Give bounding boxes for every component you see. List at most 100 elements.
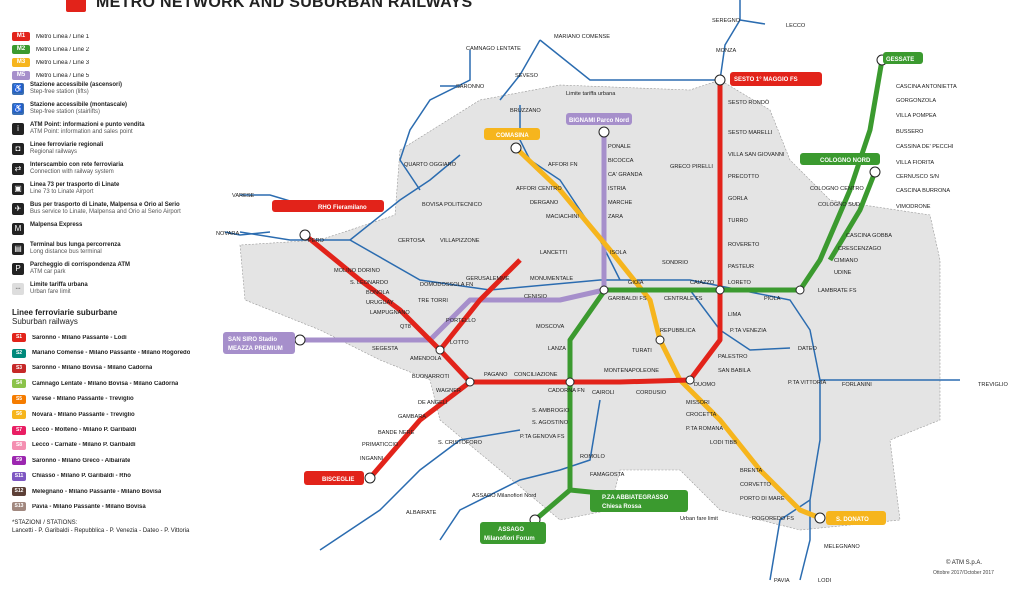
legend-label: Chiasso - Milano P. Garibaldi - Rho: [32, 473, 131, 480]
rail-interchange-icon: ⇄: [12, 163, 24, 175]
line-badge: M2: [12, 45, 30, 54]
station-label: SEREGNO: [712, 18, 741, 24]
legend-suburban-s8: S8 Lecco - Carnate - Milano P. Garibaldi: [12, 438, 207, 453]
stazioni-note: *STAZIONI / STATIONS: Lancetti - P. Gari…: [12, 519, 207, 535]
legend-feature-en: ATM Point: information and sales point: [30, 129, 133, 135]
suburban-title-en: Suburban railways: [12, 317, 78, 326]
station-label: PONALE: [608, 144, 631, 150]
station-label: CASCINA BURRONA: [896, 188, 950, 194]
legend-label: Camnago Lentate - Milano Bovisa - Milano…: [32, 380, 179, 387]
station-label: P.TA ROMANA: [686, 426, 723, 432]
interchange-markers: [294, 54, 888, 526]
station-label: GIOIA: [628, 280, 644, 286]
station-label: ROMOLO: [580, 454, 606, 460]
station-label: ZARA: [608, 214, 623, 220]
terminal-assago: ASSAGO: [498, 527, 524, 533]
station-label: PERO: [308, 238, 325, 244]
station-label: SARONNO: [456, 84, 485, 90]
line-badge: M5: [12, 71, 30, 80]
legend-label: Metro Linea / Line 1: [36, 33, 90, 40]
station-label: URUGUAY: [366, 300, 394, 306]
station-label: LIMA: [728, 312, 741, 318]
station-label: S. LEONARDO: [350, 280, 389, 286]
legend-label: Pavia - Milano Passante - Milano Bovisa: [32, 503, 146, 510]
station-label: DUOMO: [694, 382, 716, 388]
station-label: PORTELLO: [446, 318, 476, 324]
station-label: LANCETTI: [540, 250, 567, 256]
legend-label: Lecco - Carnate - Milano P. Garibaldi: [32, 442, 136, 449]
suburban-badge: S3: [12, 363, 26, 373]
station-labels: SESTO RONDÒ SESTO MARELLI VILLA SAN GIOV…: [216, 18, 1008, 584]
station-label: LECCO: [786, 23, 806, 29]
station-label: BUONARROTI: [412, 374, 450, 380]
station-label: VILLA FIORITA: [896, 160, 934, 166]
station-label: CAIAZZO: [690, 280, 715, 286]
legend-feature-en: Connection with railway system: [30, 169, 114, 175]
station-label: LOTTO: [450, 340, 469, 346]
legend-feature-it: Linee ferroviarie regionali: [30, 142, 104, 148]
station-label: COLOGNO SUD: [818, 202, 860, 208]
station-label: VILLAPIZZONE: [440, 238, 480, 244]
station-label: GARIBALDI FS: [608, 296, 647, 302]
legend-feature-it: Interscambio con rete ferroviaria: [30, 162, 124, 168]
terminal-gessate: GESSATE: [886, 57, 914, 63]
station-label: QUARTO OGGIARO: [404, 162, 457, 168]
station-label: LODI TIBB: [710, 440, 737, 446]
line-badge: M3: [12, 58, 30, 67]
station-label: VILLA SAN GIOVANNI: [728, 152, 785, 158]
suburban-railways: [224, 0, 960, 581]
station-label: P.TA VENEZIA: [730, 328, 767, 334]
suburban-badge: S12: [12, 487, 26, 497]
station-label: S. AGOSTINO: [532, 420, 569, 426]
bus-icon: ▣: [12, 183, 24, 195]
station-label: WAGNER: [436, 388, 461, 394]
legend-label: Novara - Milano Passante - Treviglio: [32, 411, 135, 418]
terminal-sesto: SESTO 1° MAGGIO FS: [734, 77, 798, 83]
terminal-sansiro: SAN SIRO Stadio: [228, 337, 277, 343]
station-label: MARIANO COMENSE: [554, 34, 610, 40]
station-label: NOVARA: [216, 231, 239, 237]
legend-label: Mariano Comense - Milano Passante - Mila…: [32, 350, 191, 357]
station-label: SEVESO: [515, 73, 539, 79]
station-label: PASTEUR: [728, 264, 754, 270]
station-label: CASCINA ANTONIETTA: [896, 84, 957, 90]
station-label: BRENTA: [740, 468, 763, 474]
urban-limit-icon: ┄: [12, 283, 24, 295]
station-label: MOSCOVA: [536, 324, 564, 330]
station-label: PRIMATICCIO: [362, 442, 399, 448]
terminal-sansiro-2: MEAZZA PREMIUM: [228, 346, 283, 352]
legend-label: Varese - Milano Passante - Treviglio: [32, 396, 134, 403]
legend-feature-en: Regional railways: [30, 149, 78, 155]
legend-feature-it: Parcheggio di corrispondenza ATM: [30, 262, 131, 268]
station-label: ISOLA: [610, 250, 627, 256]
legend-feature-it: Limite tariffa urbana: [30, 282, 88, 288]
terminal-cologno: COLOGNO NORD: [820, 158, 871, 164]
wheelchair-icon: ♿: [12, 83, 24, 95]
station-label: REPUBBLICA: [660, 328, 696, 334]
header: METRO NETWORK AND SUBURBAN RAILWAYS: [0, 0, 1024, 14]
suburban-badge: S8: [12, 440, 26, 450]
station-label: PRECOTTO: [728, 174, 760, 180]
station-label: ALBAIRATE: [406, 510, 437, 516]
station-label: CROCETTA: [686, 412, 717, 418]
malpensa-icon: M: [12, 223, 24, 235]
suburban-badge: S5: [12, 394, 26, 404]
legend-feature-it: Stazione accessibile (ascensori): [30, 82, 123, 88]
legend-feature-en: Step-free station (stairlifts): [30, 109, 101, 115]
credit: © ATM S.p.A.: [946, 560, 982, 566]
station-label: CA' GRANDA: [608, 172, 643, 178]
station-label: TURRO: [728, 218, 749, 224]
urban-fare-label: Urban fare limit: [680, 516, 718, 522]
